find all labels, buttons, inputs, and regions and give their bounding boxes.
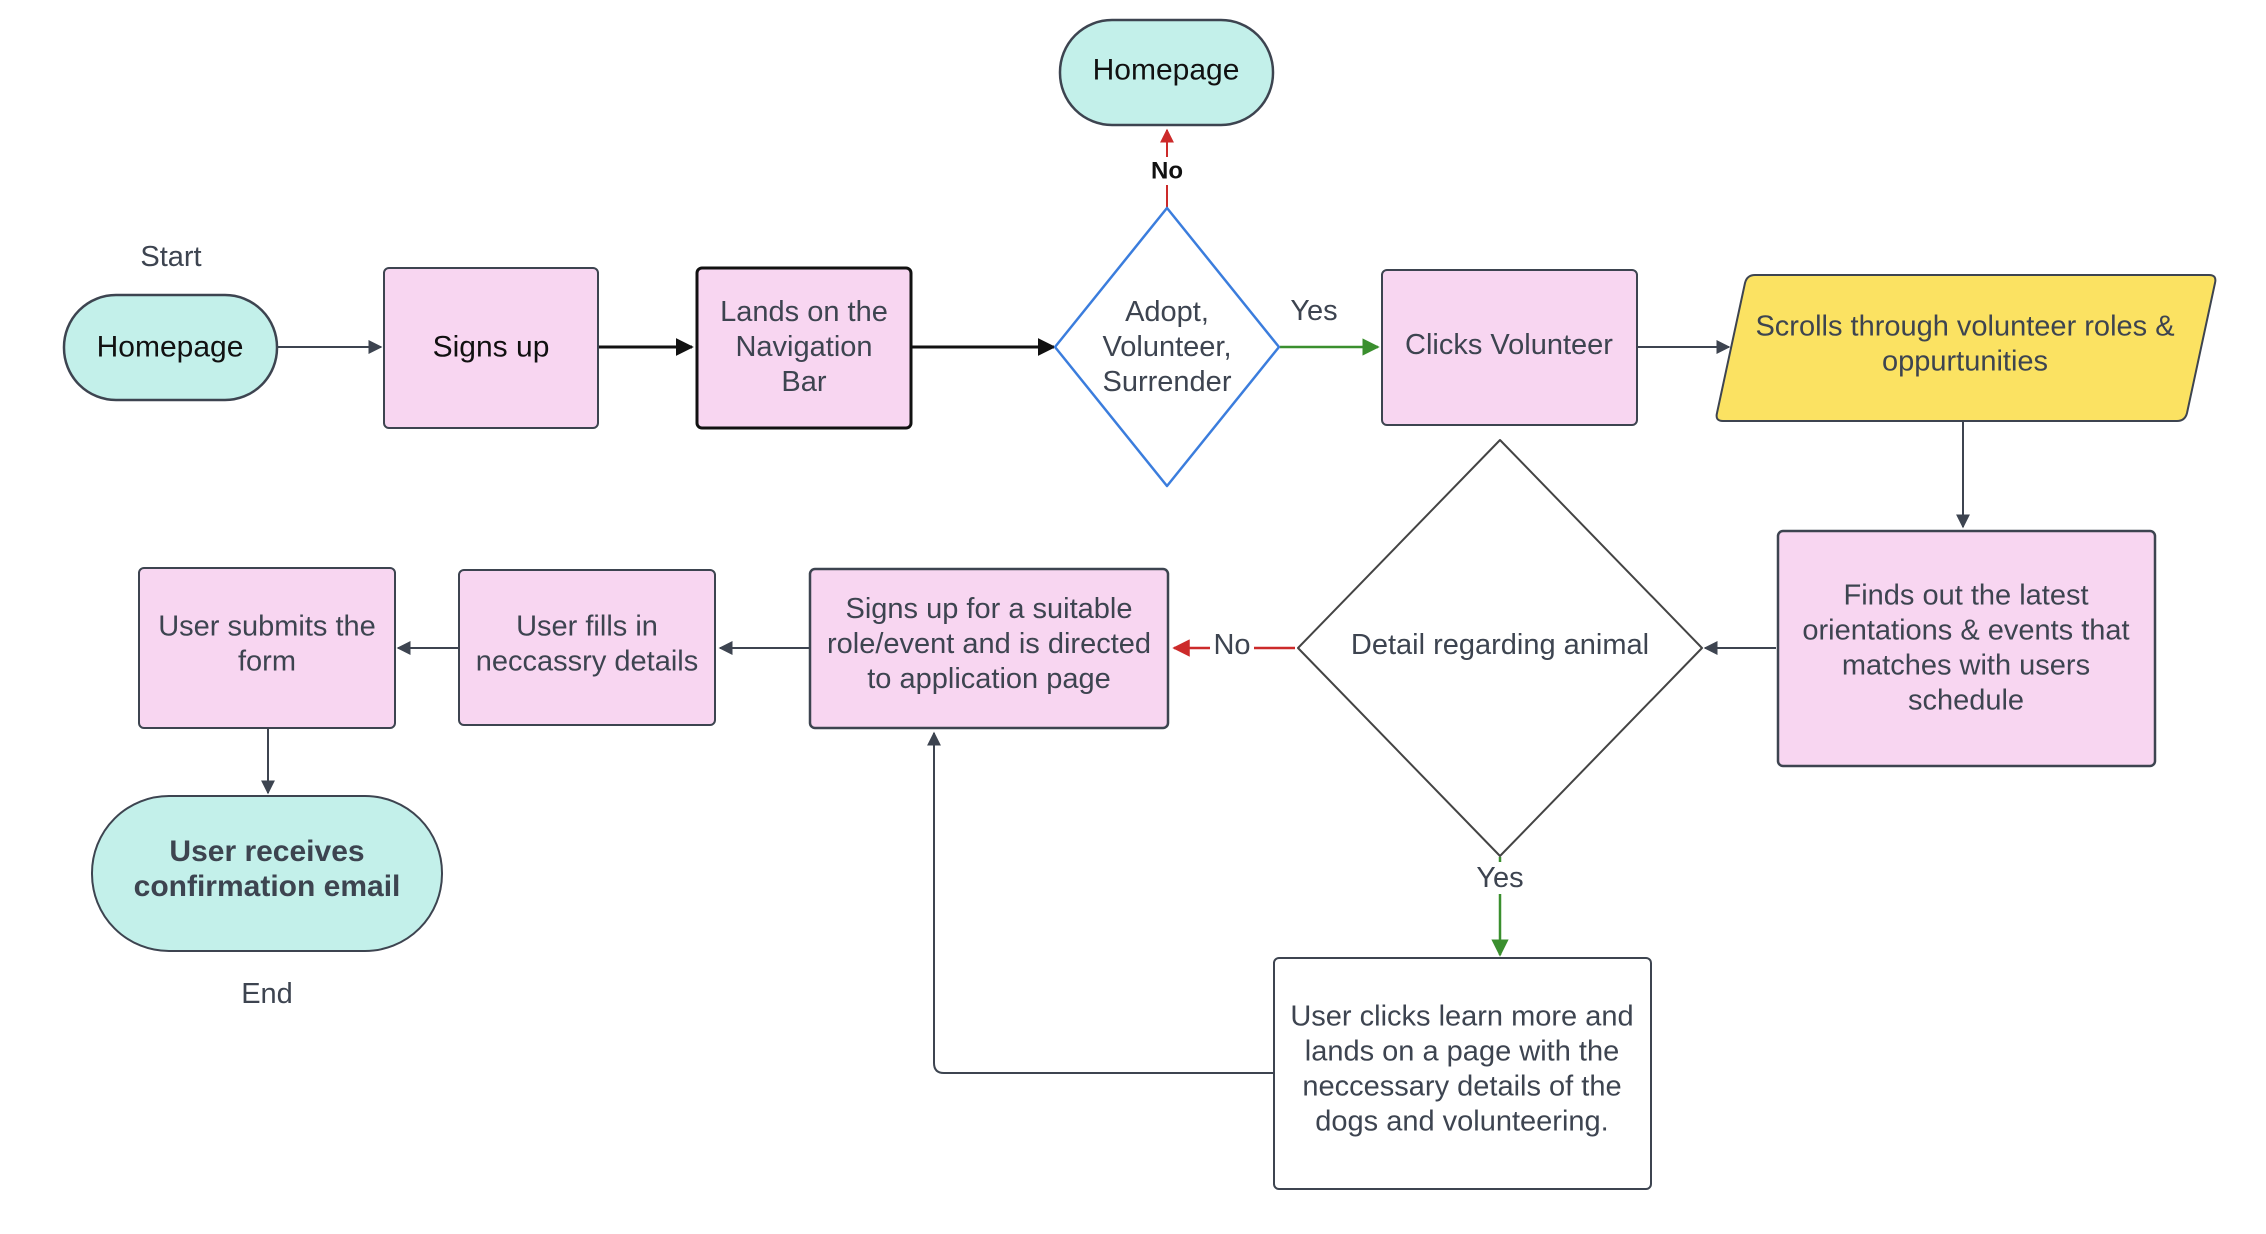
- node-start-homepage: Homepage: [62, 293, 279, 402]
- svg-text:Yes: Yes: [1476, 862, 1523, 894]
- node-top-homepage: Homepage: [1058, 18, 1275, 127]
- edge-label-detail-yes: Yes: [1474, 862, 1526, 894]
- node-top-homepage-label: Homepage: [1093, 54, 1240, 87]
- node-scrolls-roles-label: Scrolls through volunteer roles &oppurtu…: [1755, 311, 2174, 378]
- node-decision-choice: Adopt,Volunteer,Surrender: [1053, 206, 1281, 488]
- edges: [261, 128, 1970, 1074]
- node-decision-detail-label: Detail regarding animal: [1351, 629, 1649, 661]
- node-start-homepage-label: Homepage: [97, 331, 244, 364]
- edge-label-choice-yes: Yes: [1290, 295, 1337, 327]
- edge-label-detail-no: No: [1210, 629, 1254, 664]
- node-signs-up-label: Signs up: [433, 331, 550, 364]
- node-signs-up: Signs up: [383, 267, 599, 429]
- node-clicks-volunteer: Clicks Volunteer: [1381, 269, 1638, 426]
- edge-label-choice-no: No: [1149, 157, 1185, 185]
- edge-learn-more-to-signs-up-role: [927, 731, 1274, 1074]
- annotation-end: End: [241, 978, 293, 1010]
- svg-text:No: No: [1151, 158, 1183, 185]
- node-scrolls-roles: Scrolls through volunteer roles &oppurtu…: [1715, 274, 2217, 422]
- node-decision-detail: Detail regarding animal: [1297, 439, 1703, 857]
- node-decision-choice-label: Adopt,Volunteer,Surrender: [1103, 296, 1232, 398]
- svg-text:No: No: [1213, 629, 1250, 661]
- node-clicks-volunteer-label: Clicks Volunteer: [1405, 329, 1613, 361]
- annotation-start: Start: [140, 241, 201, 273]
